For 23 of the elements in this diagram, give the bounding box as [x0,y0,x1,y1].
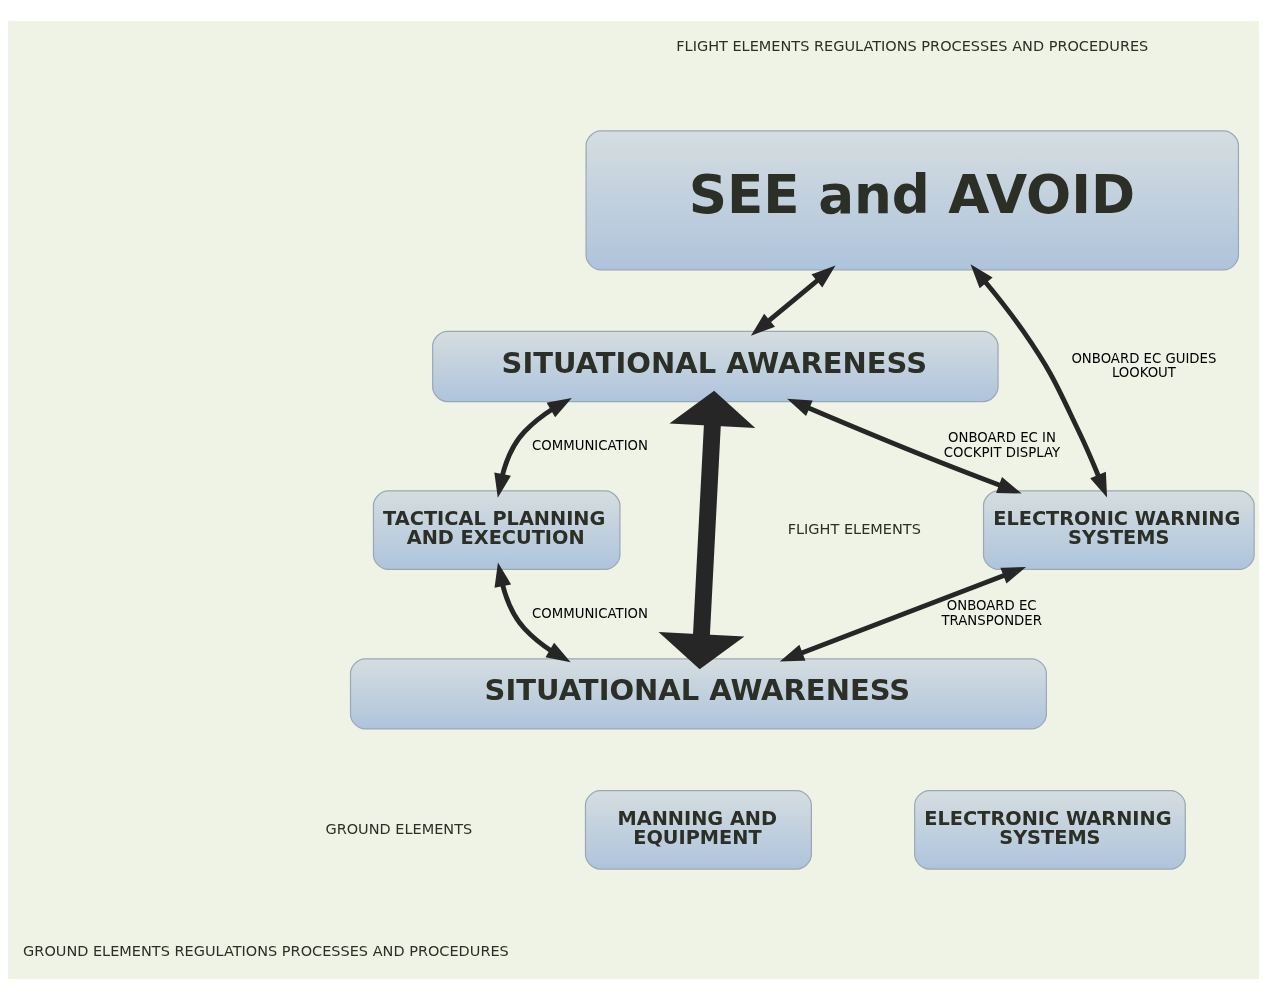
edge-label: ONBOARD EC IN COCKPIT DISPLAY [943,430,1061,460]
node-box: SITUATIONAL AWARENESS [349,658,1047,730]
arrow [494,562,571,663]
node-box: TACTICAL PLANNING AND EXECUTION [372,490,621,571]
arrow [494,397,572,498]
node-box: ELECTRONIC WARNING SYSTEMS [982,490,1255,571]
node-box: MANNING AND EQUIPMENT [584,789,812,870]
arrow [779,567,1027,662]
label: GROUND ELEMENTS REGULATIONS PROCESSES AND PROCEDURES [23,943,509,960]
label: FLIGHT ELEMENTS REGULATIONS PROCESSES AND PROCEDURES [676,38,1149,55]
edge-label: COMMUNICATION [532,437,648,453]
node-box: ELECTRONIC WARNING SYSTEMS [914,789,1186,870]
label: FLIGHT ELEMENTS [787,520,921,537]
edge-label: ONBOARD EC TRANSPONDER [941,598,1042,628]
node-box: SEE and AVOID [585,130,1240,271]
edge-label: COMMUNICATION [532,605,648,621]
node-box: SITUATIONAL AWARENESS [432,330,999,403]
edge-label: ONBOARD EC GUIDES LOOKOUT [1071,350,1217,381]
arrow [787,398,1022,494]
label: GROUND ELEMENTS [325,820,473,837]
arrow [658,390,756,670]
arrow [970,264,1108,498]
arrow [750,265,836,336]
